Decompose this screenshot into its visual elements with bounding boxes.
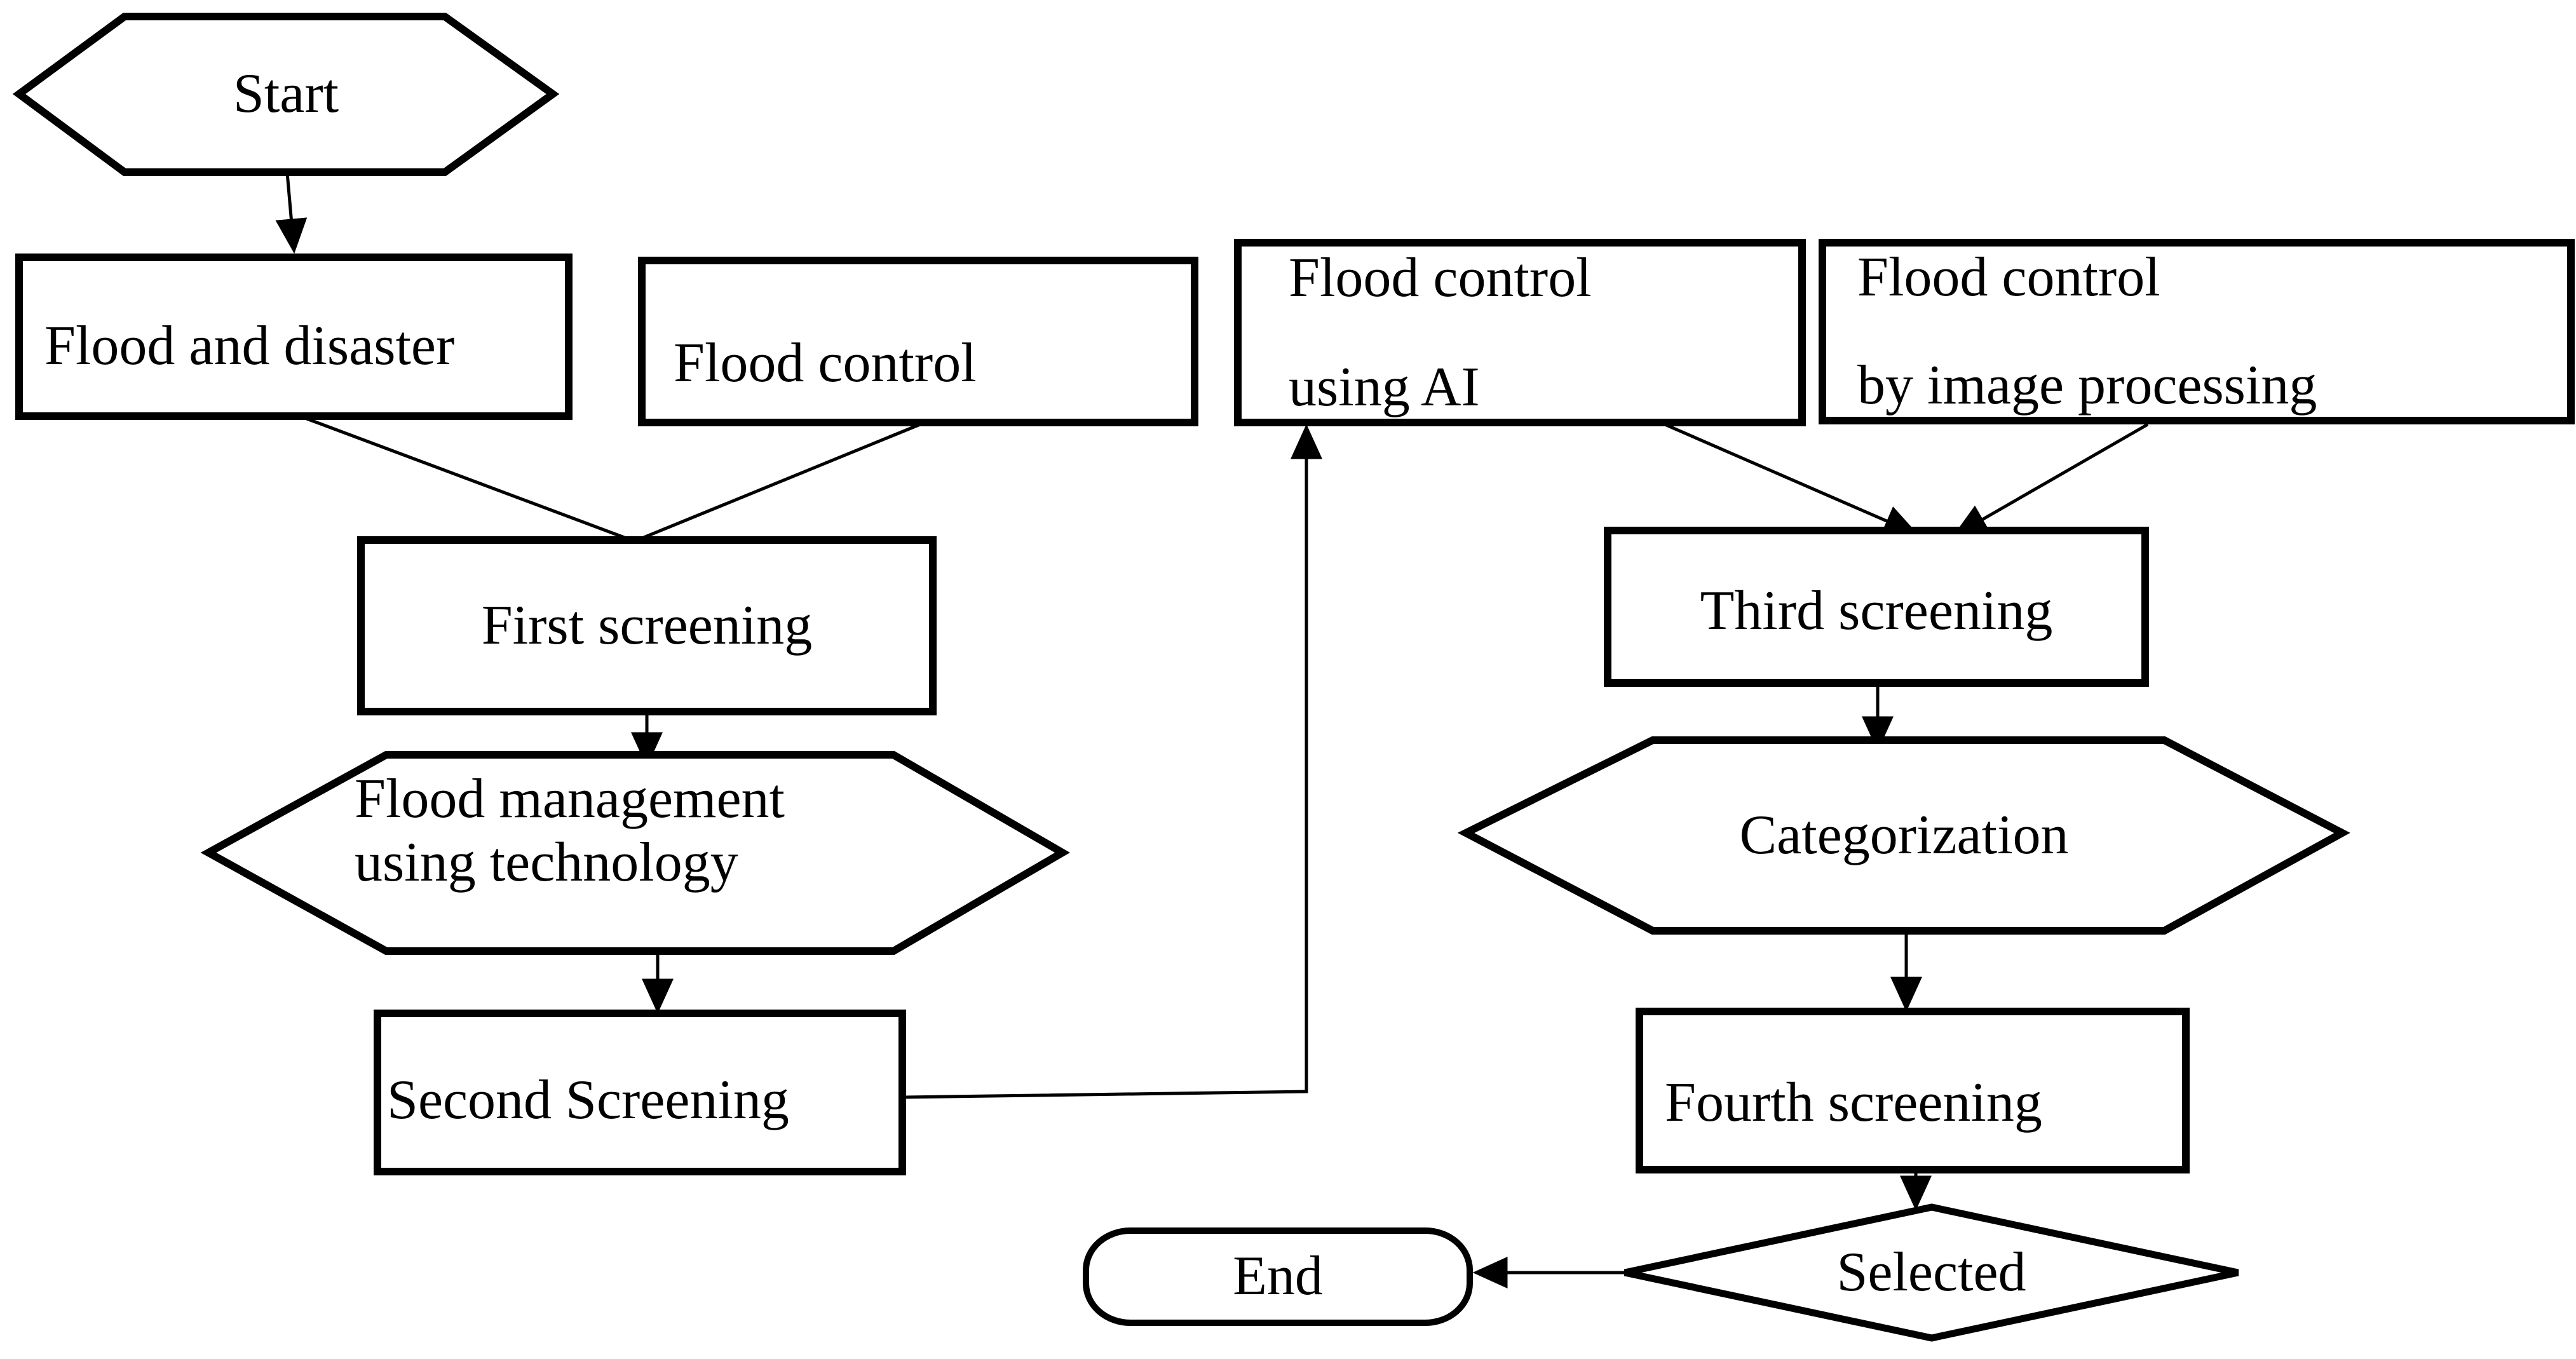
edge-flood-and-disaster-to-first-screening bbox=[304, 416, 628, 541]
flood-control-node-shape bbox=[638, 257, 1198, 426]
flood-and-disaster-node-shape bbox=[15, 254, 573, 420]
selected-node-shape bbox=[1624, 1203, 2239, 1342]
flood-control-image-node-shape bbox=[1819, 239, 2575, 424]
fourth-screening-node-shape bbox=[1636, 1008, 2190, 1173]
third-screening-node-shape bbox=[1604, 527, 2149, 687]
third-screening-node-label: Third screening bbox=[1700, 580, 2053, 642]
flood-management-node-shape bbox=[200, 751, 1070, 955]
categorization-node-shape bbox=[1457, 736, 2350, 935]
edge-start-to-flood-and-disaster bbox=[275, 172, 308, 254]
flood-control-image-label-line2: by image processing bbox=[1857, 355, 2317, 416]
flood-control-ai-label-line2: using AI bbox=[1289, 356, 1480, 418]
first-screening-node-shape bbox=[357, 536, 937, 715]
start-node-shape bbox=[12, 13, 560, 176]
second-screening-node-label: Second Screening bbox=[387, 1069, 789, 1131]
flood-control-node-label: Flood control bbox=[674, 332, 977, 395]
edge-flood-control-to-first-screening bbox=[640, 423, 921, 541]
end-node-shape bbox=[1083, 1227, 1473, 1326]
edge-second-screening-to-flood-control-ai bbox=[903, 424, 1322, 1099]
flood-control-image-label-line1: Flood control bbox=[1857, 247, 2160, 308]
selected-node-label: Selected bbox=[1836, 1241, 2026, 1303]
flood-management-label-line2: using technology bbox=[355, 832, 738, 893]
flood-management-label-line1: Flood management bbox=[355, 768, 785, 830]
start-node-label: Start bbox=[233, 63, 339, 125]
flood-control-image-node-label: Flood control by image processing bbox=[1822, 243, 2571, 421]
flood-control-ai-label-line1: Flood control bbox=[1289, 247, 1592, 309]
fourth-screening-node-label: Fourth screening bbox=[1665, 1072, 2042, 1134]
edge-flood-control-image-to-third-screening bbox=[1952, 423, 2149, 537]
flood-and-disaster-node-label: Flood and disaster bbox=[44, 314, 455, 377]
edge-flood-control-ai-to-third-screening bbox=[1664, 423, 1919, 536]
flood-control-ai-node-shape bbox=[1234, 239, 1806, 426]
end-node-label: End bbox=[1233, 1245, 1323, 1308]
flood-control-ai-node-label: Flood control using AI bbox=[1238, 243, 1802, 423]
flood-management-node-label: Flood management using technology bbox=[208, 755, 1062, 951]
second-screening-node-shape bbox=[374, 1010, 906, 1175]
categorization-node-label: Categorization bbox=[1739, 804, 2069, 866]
first-screening-node-label: First screening bbox=[481, 594, 813, 656]
